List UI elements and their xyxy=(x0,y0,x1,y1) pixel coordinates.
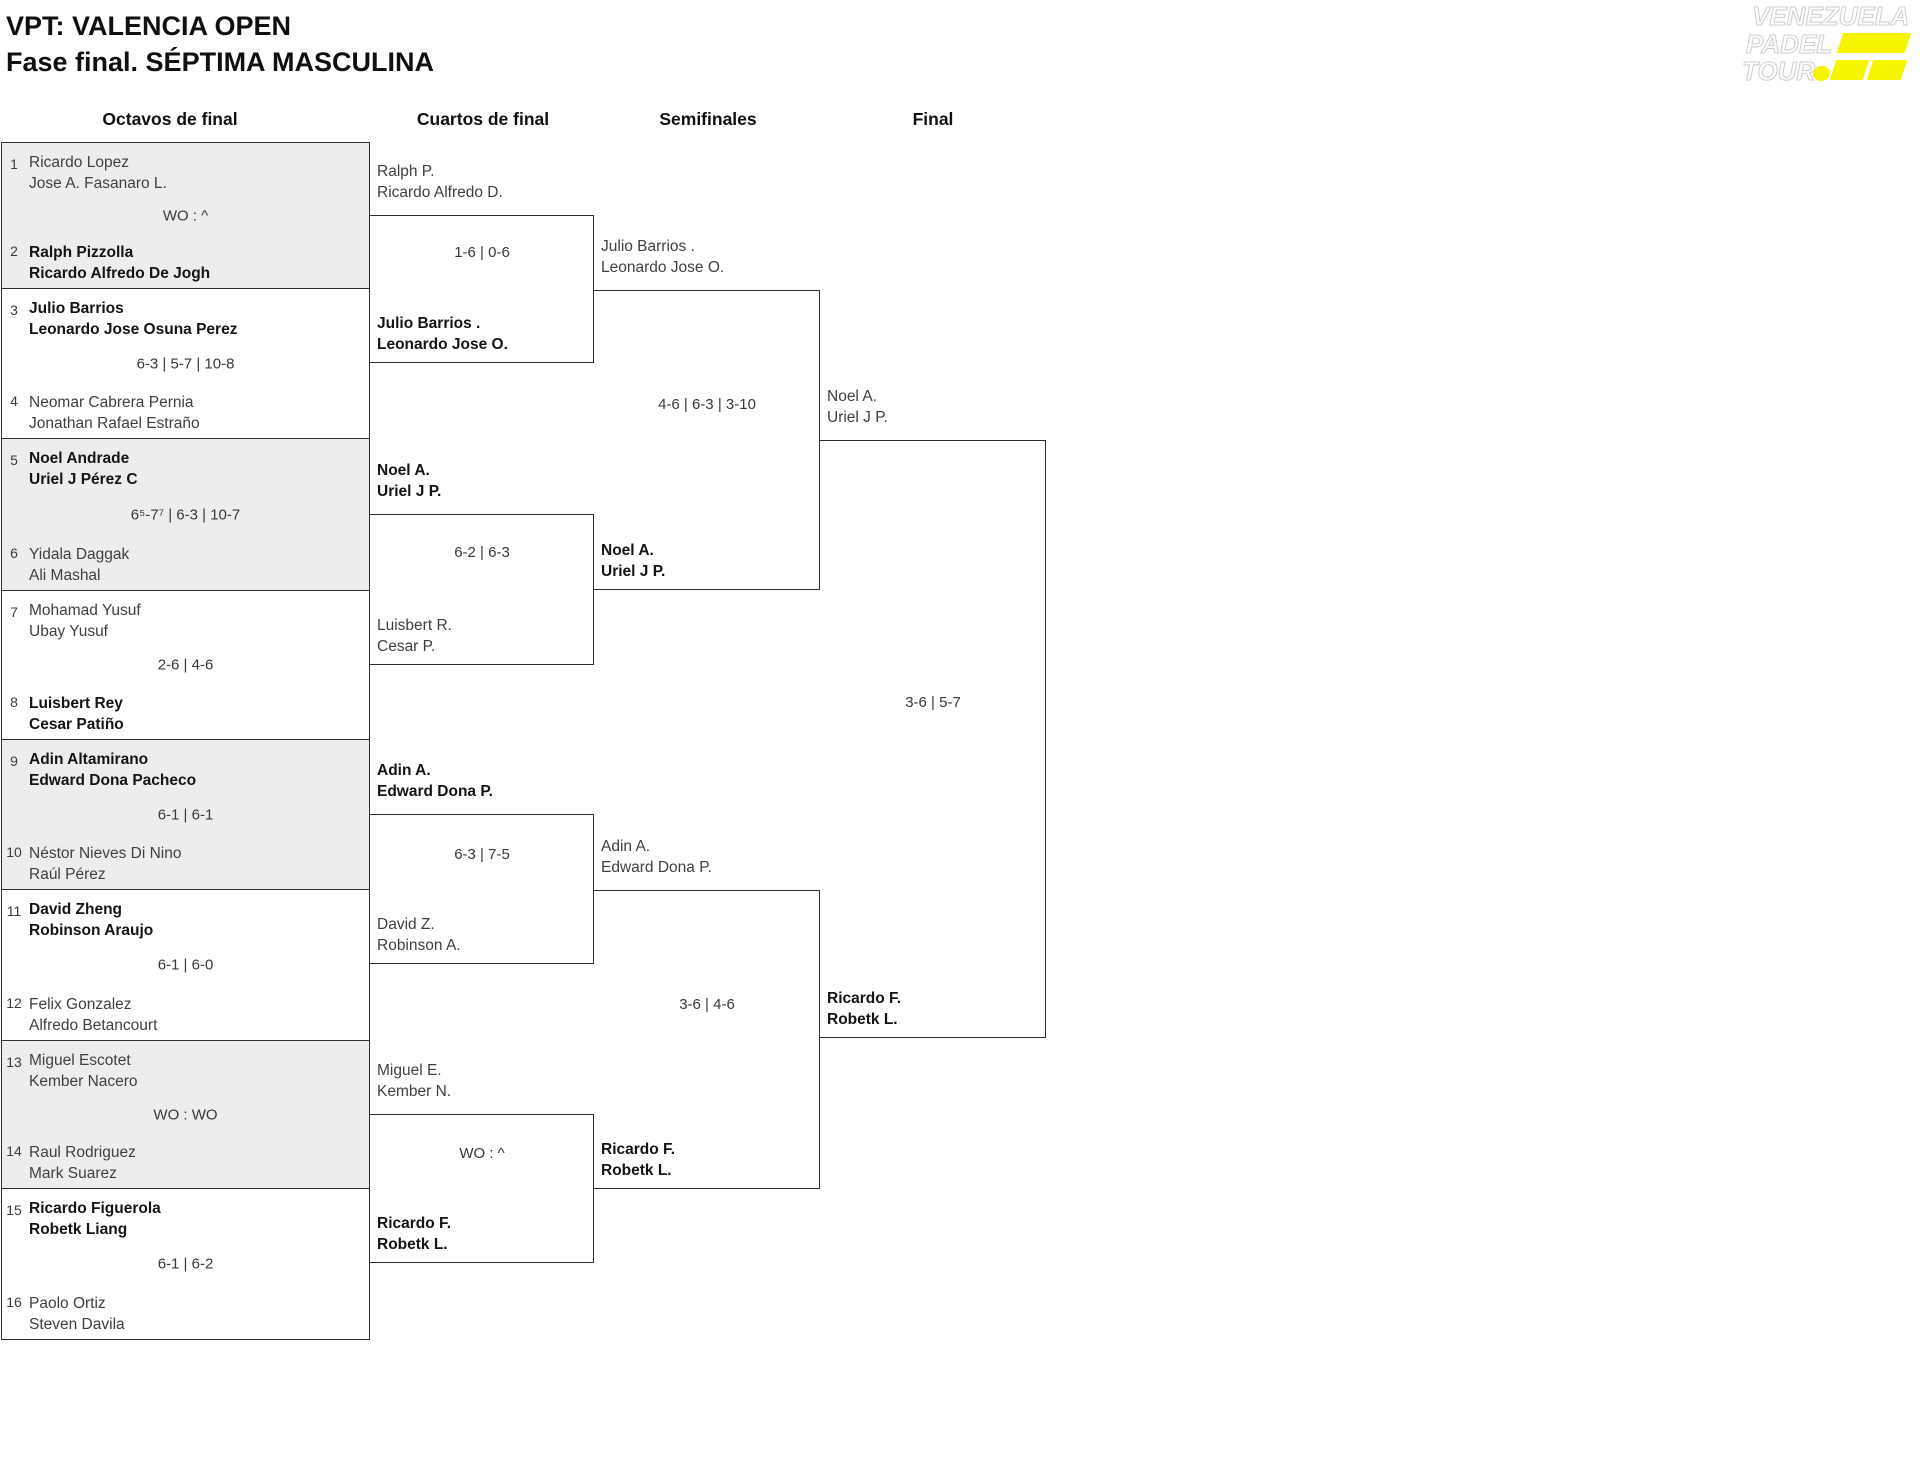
seed-number: 4 xyxy=(10,393,18,409)
seed-number: 3 xyxy=(10,302,18,318)
logo-text-tour: TOUR xyxy=(1741,56,1816,86)
round-header-semifinales: Semifinales xyxy=(659,109,757,129)
match-score: WO : ^ xyxy=(162,207,209,224)
team-entry: Néstor Nieves Di Nino Raúl Pérez xyxy=(29,845,182,883)
logo-yellow-parallelogram-left xyxy=(1829,60,1870,80)
team-entry: Ricardo Lopez Jose A. Fasanaro L. xyxy=(29,154,167,192)
match-score: 6-3 | 5-7 | 10-8 xyxy=(136,355,235,372)
r16-match-7: 13 Miguel Escotet Kember Nacero WO : WO … xyxy=(2,1041,369,1189)
team-entry-winner: David Zheng Robinson Araujo xyxy=(29,901,154,939)
team-entry-winner: Adin Altamirano Edward Dona Pacheco xyxy=(29,751,197,789)
seed-number: 2 xyxy=(10,243,18,259)
match-score: 3-6 | 5-7 xyxy=(905,694,961,711)
match-score: WO : ^ xyxy=(459,1145,505,1162)
r16-match-3: 5 Noel Andrade Uriel J Pérez C 6⁵-7⁷ | 6… xyxy=(2,439,369,591)
round-header-cuartos: Cuartos de final xyxy=(416,109,550,129)
team-entry-winner: Ricardo F. Robetk L. xyxy=(601,1141,676,1179)
r16-match-2: 3 Julio Barrios Leonardo Jose Osuna Pere… xyxy=(2,289,369,439)
logo-text-venezuela: VENEZUELA xyxy=(1751,1,1910,31)
vpt-logo: VENEZUELA PADEL TOUR xyxy=(1738,2,1918,92)
match-score: 4-6 | 6-3 | 3-10 xyxy=(658,396,756,413)
team-entry-winner: Ricardo Figuerola Robetk Liang xyxy=(29,1200,161,1238)
r16-match-1: 1 Ricardo Lopez Jose A. Fasanaro L. WO :… xyxy=(2,143,369,289)
r16-match-4: 7 Mohamad Yusuf Ubay Yusuf 2-6 | 4-6 8 L… xyxy=(2,591,369,740)
team-entry: Paolo Ortiz Steven Davila xyxy=(29,1295,125,1333)
qf-match-4-box xyxy=(370,1114,594,1263)
team-entry: Noel A. Uriel J P. xyxy=(827,388,888,426)
seed-number: 11 xyxy=(6,903,22,919)
team-entry-winner: Julio Barrios . Leonardo Jose O. xyxy=(377,315,508,353)
team-entry-winner: Noel Andrade Uriel J Pérez C xyxy=(29,450,138,488)
team-entry: Ralph P. Ricardo Alfredo D. xyxy=(377,163,503,201)
seed-number: 7 xyxy=(10,604,18,620)
seed-number: 15 xyxy=(6,1202,22,1218)
match-score: 6-2 | 6-3 xyxy=(454,544,510,561)
team-entry: Luisbert R. Cesar P. xyxy=(377,617,452,655)
round-header-octavos: Octavos de final xyxy=(102,109,238,129)
qf-match-1-box xyxy=(370,215,594,363)
logo-text-padel: PADEL xyxy=(1745,29,1833,59)
team-entry-winner: Ricardo F. Robetk L. xyxy=(377,1215,452,1253)
round-header-final: Final xyxy=(912,109,954,129)
team-entry: Felix Gonzalez Alfredo Betancourt xyxy=(29,996,158,1034)
r16-match-5: 9 Adin Altamirano Edward Dona Pacheco 6-… xyxy=(2,740,369,890)
match-score: 2-6 | 4-6 xyxy=(157,656,214,674)
team-entry-winner: Julio Barrios Leonardo Jose Osuna Perez xyxy=(29,300,238,338)
match-score: 6⁵-7⁷ | 6-3 | 10-7 xyxy=(130,506,241,523)
seed-number: 9 xyxy=(10,753,18,769)
seed-number: 1 xyxy=(10,156,18,172)
seed-number: 6 xyxy=(10,545,18,561)
seed-number: 5 xyxy=(10,452,18,468)
round-of-16-column: 1 Ricardo Lopez Jose A. Fasanaro L. WO :… xyxy=(1,142,370,1340)
match-score: 3-6 | 4-6 xyxy=(679,996,735,1013)
sf-match-2-box xyxy=(594,890,820,1189)
team-entry-winner: Ralph Pizzolla Ricardo Alfredo De Jogh xyxy=(29,244,211,282)
qf-match-3-box xyxy=(370,814,594,964)
final-match-box xyxy=(820,440,1046,1038)
team-entry: Mohamad Yusuf Ubay Yusuf xyxy=(29,602,141,640)
logo-yellow-bar xyxy=(1836,33,1912,53)
category-subtitle: Fase final. SÉPTIMA MASCULINA xyxy=(6,47,435,77)
team-entry: David Z. Robinson A. xyxy=(377,916,461,954)
page-title: VPT: VALENCIA OPEN Fase final. SÉPTIMA M… xyxy=(6,8,434,80)
seed-number: 13 xyxy=(6,1054,22,1070)
tournament-title: VPT: VALENCIA OPEN xyxy=(6,11,292,41)
seed-number: 14 xyxy=(6,1143,22,1159)
match-score: 6-3 | 7-5 xyxy=(454,846,510,863)
team-entry-winner: Ricardo F. Robetk L. xyxy=(827,990,902,1028)
team-entry: Raul Rodriguez Mark Suarez xyxy=(29,1144,136,1182)
team-entry: Adin A. Edward Dona P. xyxy=(601,838,712,876)
team-entry-winner: Noel A. Uriel J P. xyxy=(601,542,666,580)
r16-match-6: 11 David Zheng Robinson Araujo 6-1 | 6-0… xyxy=(2,890,369,1041)
team-entry: Neomar Cabrera Pernia Jonathan Rafael Es… xyxy=(29,394,200,432)
team-entry-winner: Luisbert Rey Cesar Patiño xyxy=(29,695,124,733)
match-score: 6-1 | 6-2 xyxy=(157,1255,214,1273)
match-score: 1-6 | 0-6 xyxy=(454,244,510,261)
sf-match-1-box xyxy=(594,290,820,590)
r16-match-8: 15 Ricardo Figuerola Robetk Liang 6-1 | … xyxy=(2,1189,369,1339)
team-entry: Miguel E. Kember N. xyxy=(377,1062,452,1100)
seed-number: 16 xyxy=(6,1294,22,1310)
match-score: 6-1 | 6-0 xyxy=(157,956,214,974)
team-entry-winner: Noel A. Uriel J P. xyxy=(377,462,442,500)
team-entry: Julio Barrios . Leonardo Jose O. xyxy=(601,238,725,276)
qf-match-2-box xyxy=(370,514,594,665)
seed-number: 10 xyxy=(6,844,22,860)
seed-number: 12 xyxy=(6,995,22,1011)
seed-number: 8 xyxy=(10,694,18,710)
match-score: WO : WO xyxy=(153,1106,218,1123)
team-entry: Yidala Daggak Ali Mashal xyxy=(29,546,130,584)
team-entry-winner: Adin A. Edward Dona P. xyxy=(377,762,493,800)
logo-yellow-parallelogram-right xyxy=(1866,60,1908,80)
team-entry: Miguel Escotet Kember Nacero xyxy=(29,1052,138,1090)
match-score: 6-1 | 6-1 xyxy=(157,806,214,823)
